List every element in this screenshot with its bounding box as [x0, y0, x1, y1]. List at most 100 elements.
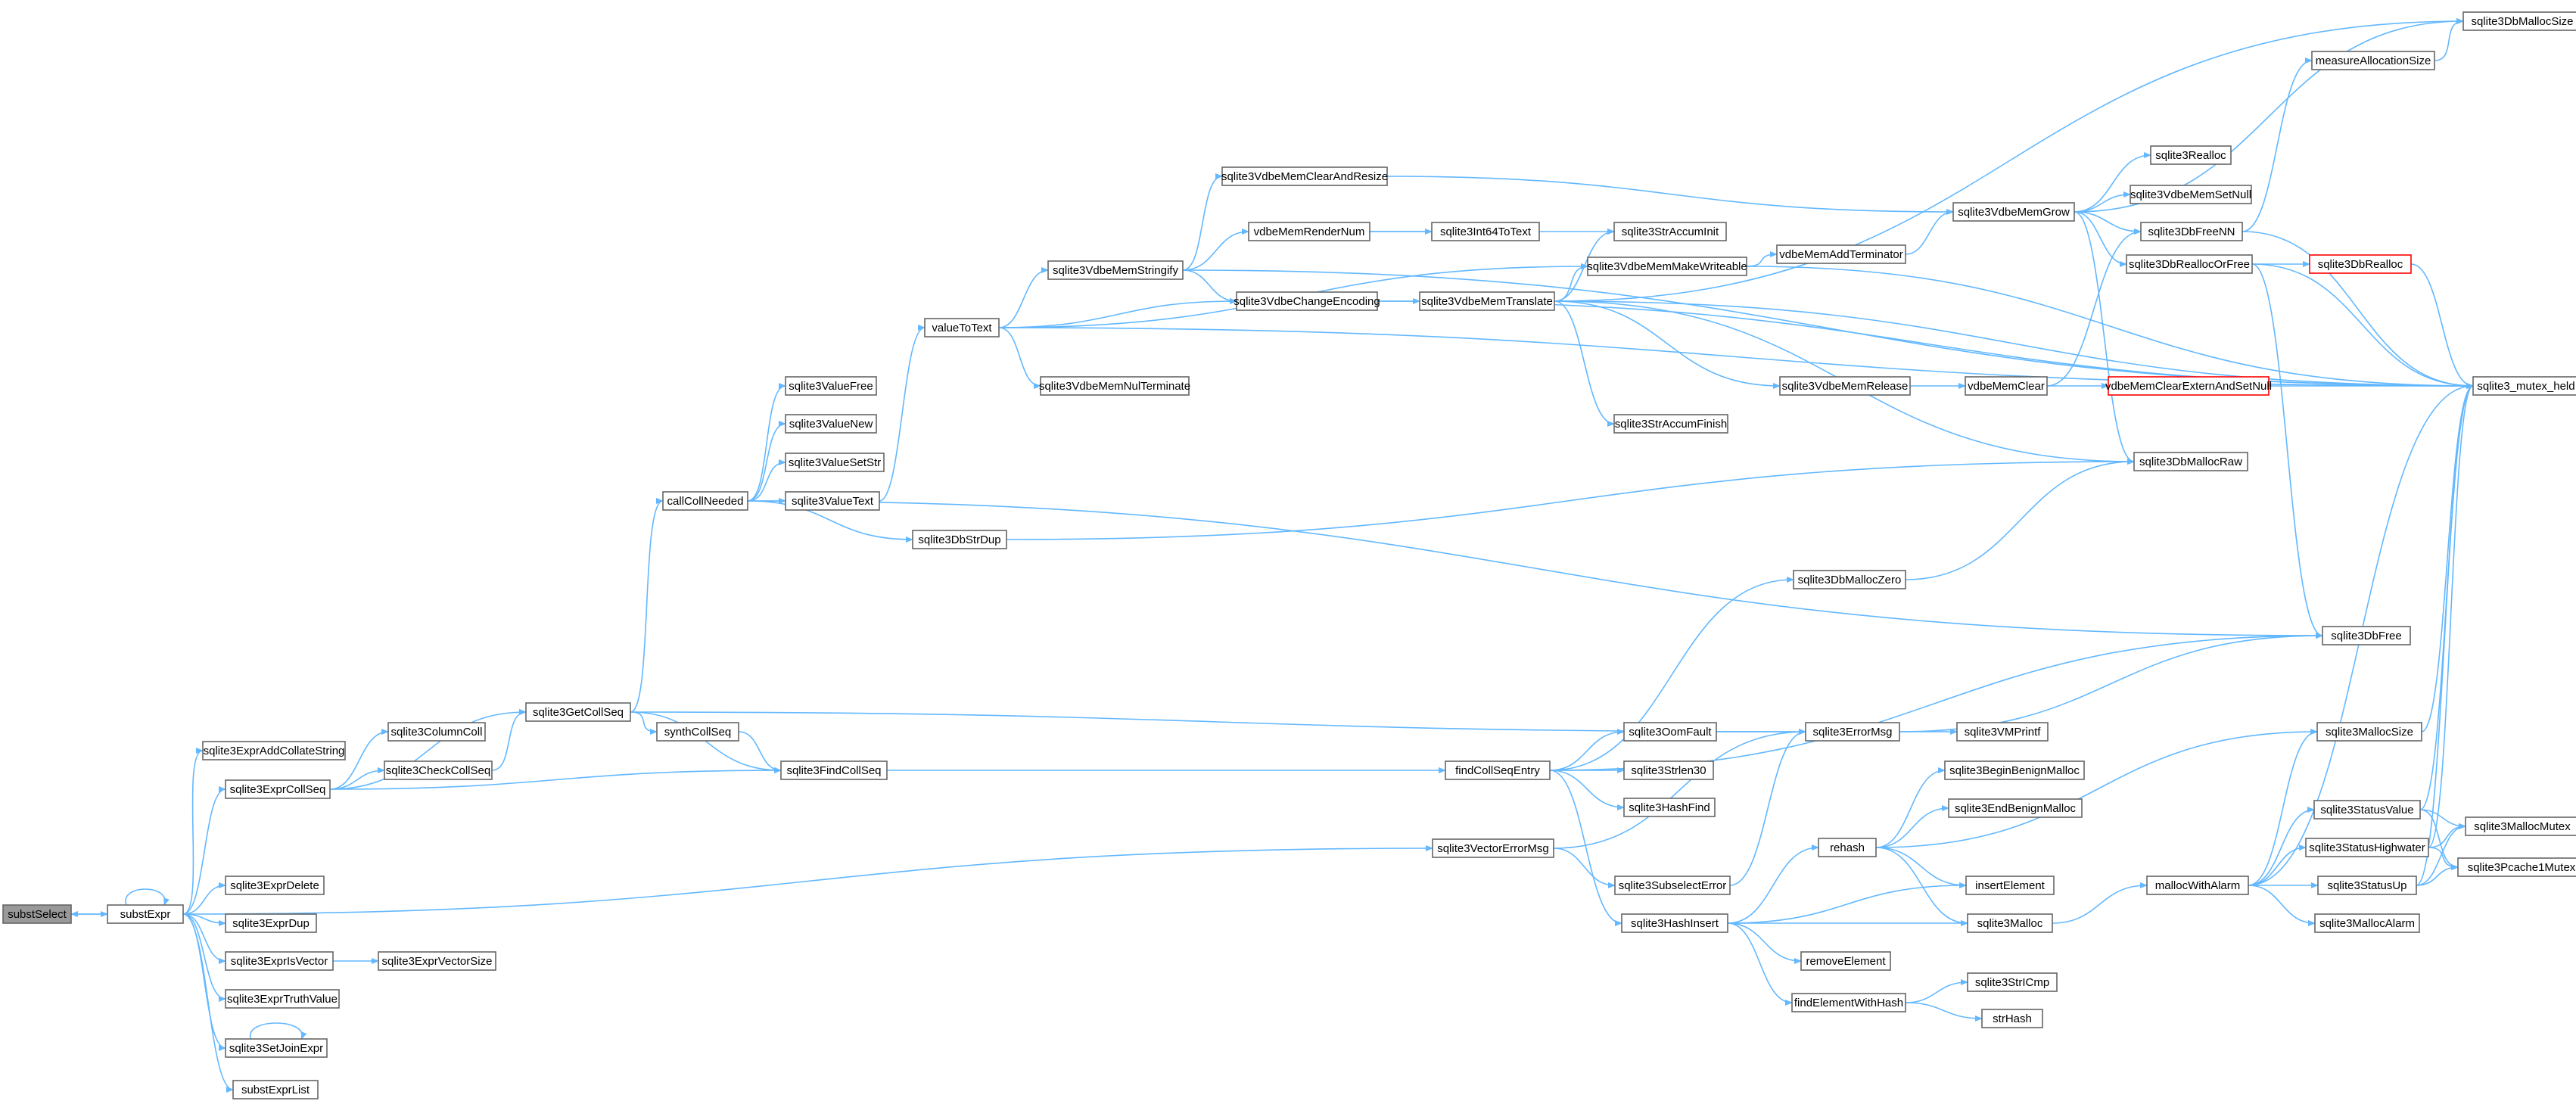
node-sqlite3VMPrintf[interactable]: sqlite3VMPrintf — [1956, 722, 2049, 742]
edge-sqlite3CheckCollSeq-to-sqlite3GetCollSeq — [491, 709, 527, 771]
node-label: sqlite3DbStrDup — [918, 533, 1000, 546]
node-sqlite3HashFind[interactable]: sqlite3HashFind — [1623, 798, 1716, 817]
node-label: sqlite3VdbeMemTranslate — [1421, 295, 1553, 308]
node-sqlite3DbMallocRaw[interactable]: sqlite3DbMallocRaw — [2133, 452, 2248, 471]
node-sqlite3StatusHighwater[interactable]: sqlite3StatusHighwater — [2305, 838, 2429, 857]
edge-line — [329, 709, 527, 790]
node-label: sqlite3ExprTruthValue — [227, 993, 338, 1006]
node-findCollSeqEntry[interactable]: findCollSeqEntry — [1445, 760, 1551, 780]
node-sqlite3VdbeMemGrow[interactable]: sqlite3VdbeMemGrow — [1952, 202, 2075, 222]
edge-line — [2416, 383, 2474, 886]
node-sqlite3StatusValue[interactable]: sqlite3StatusValue — [2313, 800, 2421, 820]
edge-line — [738, 731, 782, 773]
node-sqlite3VdbeMemNulTerminate[interactable]: sqlite3VdbeMemNulTerminate — [1039, 376, 1190, 396]
edge-line — [1875, 847, 1968, 926]
edge-sqlite3VdbeMemStringify-to-sqlite3VdbeMemClearAndResize — [1182, 173, 1223, 271]
node-vdbeMemClear[interactable]: vdbeMemClear — [1965, 376, 2048, 396]
node-insertElement[interactable]: insertElement — [1965, 876, 2055, 895]
edge-line — [630, 498, 664, 713]
node-vdbeMemRenderNum[interactable]: vdbeMemRenderNum — [1248, 222, 1370, 241]
node-sqlite3OomFault[interactable]: sqlite3OomFault — [1623, 722, 1717, 742]
node-sqlite3VdbeMemSetNull[interactable]: sqlite3VdbeMemSetNull — [2130, 185, 2252, 204]
node-sqlite3ExprTruthValue[interactable]: sqlite3ExprTruthValue — [225, 989, 340, 1009]
node-sqlite3StrAccumInit[interactable]: sqlite3StrAccumInit — [1613, 222, 1727, 241]
node-substSelect[interactable]: substSelect — [2, 904, 72, 924]
node-mallocWithAlarm[interactable]: mallocWithAlarm — [2146, 876, 2249, 895]
node-sqlite3ExprDup[interactable]: sqlite3ExprDup — [225, 913, 317, 933]
node-sqlite3Strlen30[interactable]: sqlite3Strlen30 — [1623, 760, 1714, 780]
node-synthCollSeq[interactable]: synthCollSeq — [656, 722, 739, 742]
node-vdbeMemClearExternAndSetNull[interactable]: vdbeMemClearExternAndSetNull — [2105, 376, 2272, 396]
node-sqlite3DbFreeNN[interactable]: sqlite3DbFreeNN — [2140, 222, 2243, 241]
node-label: sqlite3Int64ToText — [1440, 225, 1532, 238]
node-sqlite3CheckCollSeq[interactable]: sqlite3CheckCollSeq — [384, 760, 493, 780]
node-sqlite3DbReallocOrFree[interactable]: sqlite3DbReallocOrFree — [2126, 254, 2253, 274]
node-label: sqlite3MallocAlarm — [2319, 917, 2415, 930]
node-sqlite3ValueFree[interactable]: sqlite3ValueFree — [785, 376, 877, 396]
node-sqlite3VdbeMemClearAndResize[interactable]: sqlite3VdbeMemClearAndResize — [1221, 166, 1388, 186]
node-sqlite3VdbeMemMakeWriteable[interactable]: sqlite3VdbeMemMakeWriteable — [1587, 257, 1747, 276]
node-sqlite3GetCollSeq[interactable]: sqlite3GetCollSeq — [525, 702, 631, 722]
node-substExpr[interactable]: substExpr — [107, 904, 184, 924]
node-sqlite3Int64ToText[interactable]: sqlite3Int64ToText — [1431, 222, 1540, 241]
node-sqlite3ColumnColl[interactable]: sqlite3ColumnColl — [387, 722, 486, 742]
node-valueToText[interactable]: valueToText — [924, 318, 1000, 337]
node-sqlite3VdbeMemStringify[interactable]: sqlite3VdbeMemStringify — [1047, 260, 1184, 280]
node-sqlite3SetJoinExpr[interactable]: sqlite3SetJoinExpr — [225, 1038, 328, 1058]
node-sqlite3MallocAlarm[interactable]: sqlite3MallocAlarm — [2314, 913, 2420, 933]
node-sqlite3VectorErrorMsg[interactable]: sqlite3VectorErrorMsg — [1432, 838, 1554, 858]
node-label: sqlite3DbReallocOrFree — [2129, 258, 2250, 271]
node-findElementWithHash[interactable]: findElementWithHash — [1791, 993, 1906, 1012]
node-sqlite3Realloc[interactable]: sqlite3Realloc — [2150, 145, 2232, 165]
node-sqlite3EndBenignMalloc[interactable]: sqlite3EndBenignMalloc — [1948, 798, 2083, 818]
edge-line — [250, 1022, 307, 1040]
node-substExprList[interactable]: substExprList — [232, 1080, 319, 1099]
node-sqlite3DbStrDup[interactable]: sqlite3DbStrDup — [912, 530, 1007, 549]
node-label: rehash — [1830, 841, 1865, 854]
edge-sqlite3StatusUp-to-sqlite3_mutex_held — [2416, 383, 2474, 886]
node-sqlite3FindCollSeq[interactable]: sqlite3FindCollSeq — [780, 760, 888, 780]
node-sqlite3BeginBenignMalloc[interactable]: sqlite3BeginBenignMalloc — [1944, 760, 2085, 780]
edge-line — [2242, 231, 2474, 389]
node-box — [2130, 185, 2252, 204]
node-removeElement[interactable]: removeElement — [1800, 951, 1891, 971]
node-sqlite3ErrorMsg[interactable]: sqlite3ErrorMsg — [1805, 722, 1900, 742]
edge-sqlite3DbFreeNN-to-measureAllocationSize — [2242, 58, 2313, 232]
node-sqlite3ExprCollSeq[interactable]: sqlite3ExprCollSeq — [225, 779, 331, 799]
node-sqlite3ExprIsVector[interactable]: sqlite3ExprIsVector — [225, 951, 334, 971]
node-sqlite3DbMallocZero[interactable]: sqlite3DbMallocZero — [1793, 570, 1906, 589]
node-vdbeMemAddTerminator[interactable]: vdbeMemAddTerminator — [1776, 244, 1906, 264]
node-sqlite3MallocSize[interactable]: sqlite3MallocSize — [2316, 722, 2422, 742]
node-sqlite3ExprDelete[interactable]: sqlite3ExprDelete — [225, 876, 325, 895]
node-sqlite3ValueNew[interactable]: sqlite3ValueNew — [785, 414, 877, 434]
node-sqlite3VdbeMemTranslate[interactable]: sqlite3VdbeMemTranslate — [1419, 291, 1555, 311]
node-sqlite3Pcache1Mutex[interactable]: sqlite3Pcache1Mutex — [2457, 857, 2576, 877]
node-sqlite3ExprAddCollateString[interactable]: sqlite3ExprAddCollateString — [202, 741, 346, 760]
node-sqlite3MallocMutex[interactable]: sqlite3MallocMutex — [2465, 816, 2576, 836]
node-sqlite3HashInsert[interactable]: sqlite3HashInsert — [1621, 913, 1728, 933]
node-box — [1587, 257, 1747, 276]
edge-line — [1182, 269, 1237, 304]
node-sqlite3DbFree[interactable]: sqlite3DbFree — [2322, 626, 2411, 645]
node-sqlite3StrAccumFinish[interactable]: sqlite3StrAccumFinish — [1613, 414, 1728, 434]
node-sqlite3_mutex_held[interactable]: sqlite3_mutex_held — [2472, 376, 2576, 396]
edge-line — [2248, 729, 2318, 886]
node-sqlite3DbRealloc[interactable]: sqlite3DbRealloc — [2309, 254, 2412, 274]
node-box — [1623, 798, 1716, 817]
node-strHash[interactable]: strHash — [1981, 1009, 2043, 1028]
node-sqlite3StatusUp[interactable]: sqlite3StatusUp — [2317, 876, 2417, 895]
node-sqlite3ExprVectorSize[interactable]: sqlite3ExprVectorSize — [378, 951, 496, 971]
node-sqlite3DbMallocSize[interactable]: sqlite3DbMallocSize — [2462, 11, 2576, 31]
node-callCollNeeded[interactable]: callCollNeeded — [662, 491, 748, 511]
edge-sqlite3Malloc-to-mallocWithAlarm — [2052, 882, 2148, 924]
node-sqlite3VdbeChangeEncoding[interactable]: sqlite3VdbeChangeEncoding — [1234, 291, 1380, 311]
node-sqlite3SubselectError[interactable]: sqlite3SubselectError — [1614, 876, 1731, 895]
node-measureAllocationSize[interactable]: measureAllocationSize — [2311, 51, 2435, 70]
node-sqlite3ValueText[interactable]: sqlite3ValueText — [785, 491, 880, 511]
node-sqlite3ValueSetStr[interactable]: sqlite3ValueSetStr — [785, 453, 885, 472]
node-sqlite3VdbeMemRelease[interactable]: sqlite3VdbeMemRelease — [1779, 376, 1911, 396]
node-rehash[interactable]: rehash — [1818, 838, 1877, 857]
node-sqlite3Malloc[interactable]: sqlite3Malloc — [1967, 913, 2053, 933]
node-sqlite3StrICmp[interactable]: sqlite3StrICmp — [1967, 972, 2058, 992]
